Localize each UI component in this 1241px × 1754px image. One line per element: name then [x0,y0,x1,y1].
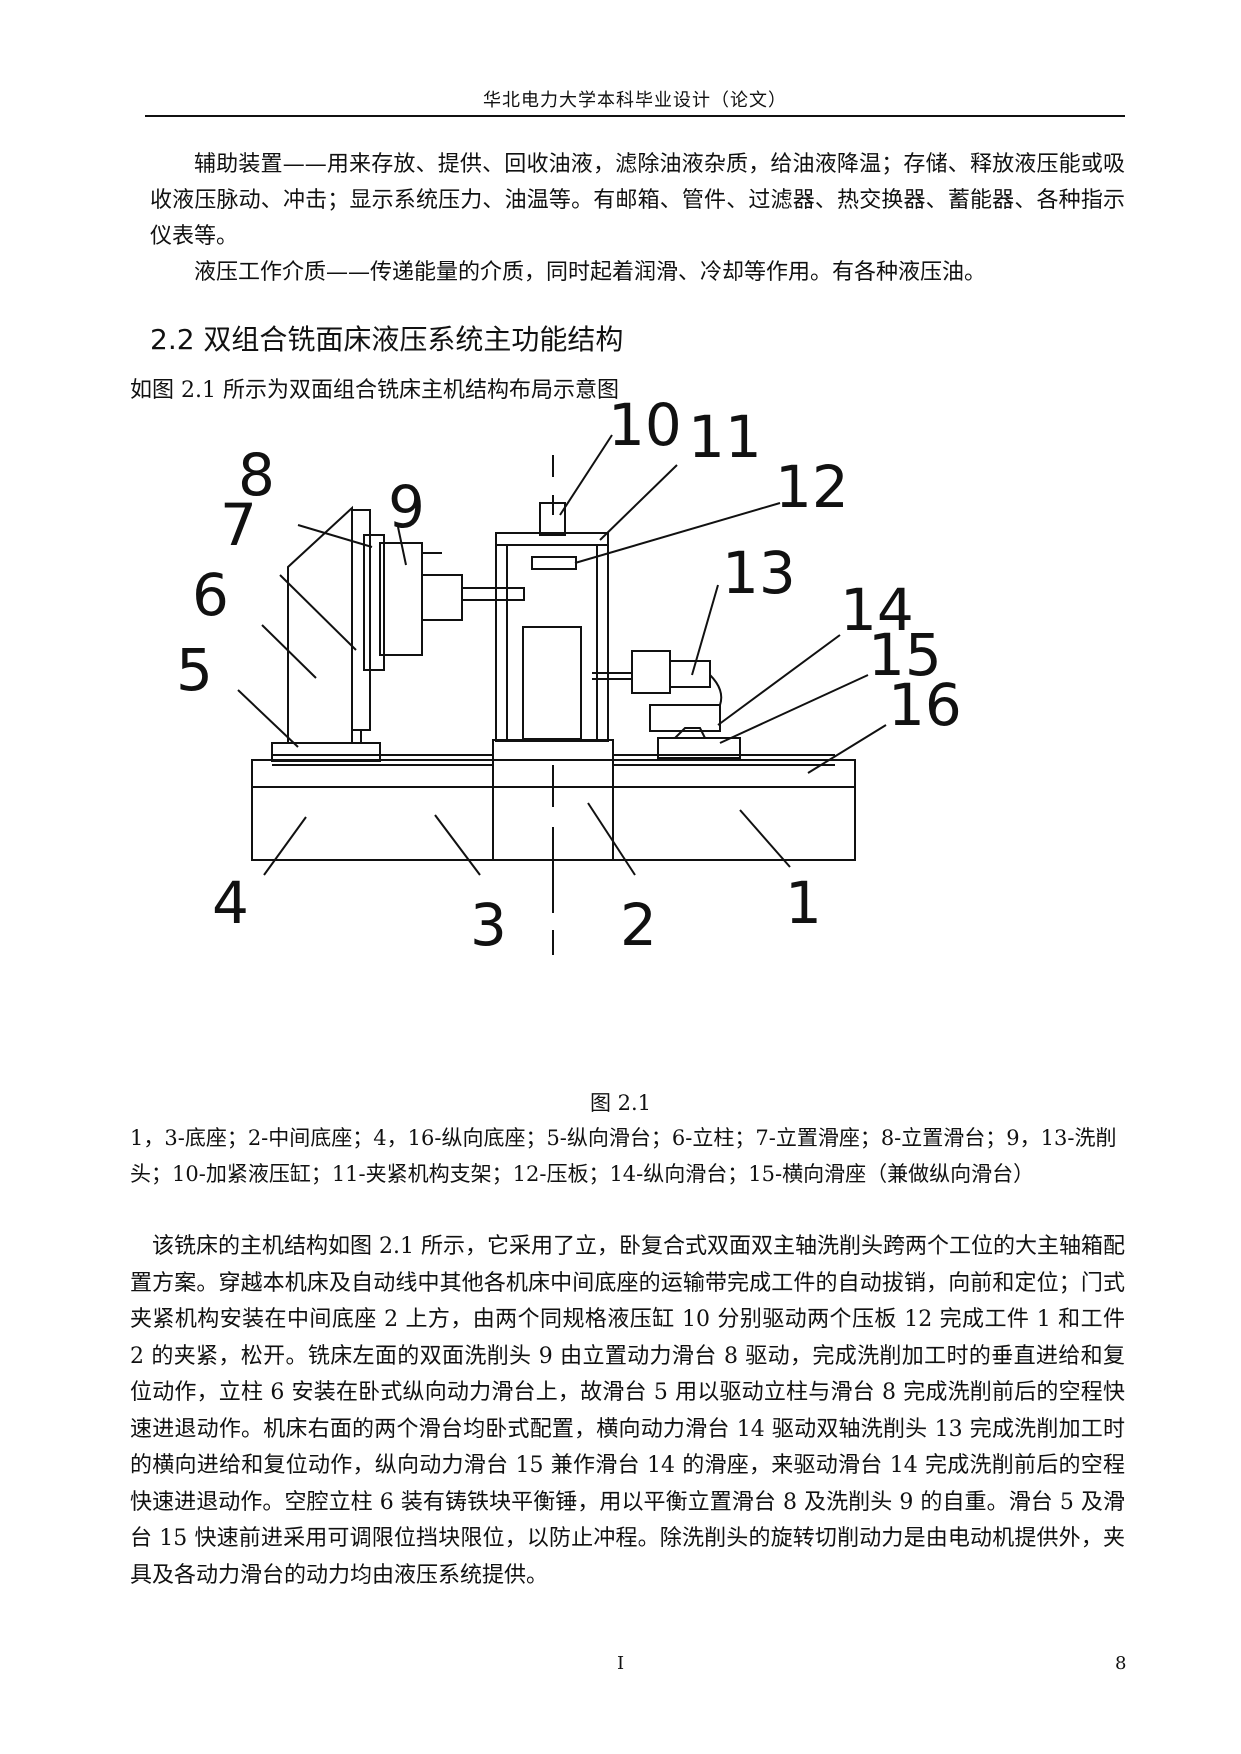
milling-head-13 [631,650,671,694]
label-11: 11 [688,403,762,471]
column-6 [287,505,353,743]
figure-intro-text: 如图 2.1 所示为双面组合铣床主机结构布局示意图 [130,378,619,403]
label-9: 9 [388,473,425,541]
spindle-box-13 [669,660,711,688]
label-8: 8 [238,441,275,509]
spindle-9 [461,587,525,601]
page-number: 8 [1115,1653,1127,1674]
machine-layout-figure: 1 2 3 4 5 6 7 8 9 10 11 12 13 14 15 16 [176,391,962,959]
vertical-slide-8 [363,534,385,671]
figure-caption: 图 2.1 [589,1091,652,1115]
longitudinal-slide-14 [649,704,721,732]
label-13: 13 [722,539,796,607]
cross-slide-15 [657,737,741,759]
label-7: 7 [220,491,257,559]
paragraph-auxiliary-devices: 辅助装置——用来存放、提供、回收油液，滤除油液杂质，给油液降温；存储、释放液压能… [150,152,1125,249]
figure-legend: 1，3-底座；2-中间底座；4，16-纵向底座；5-纵向滑台；6-立柱；7-立置… [130,1126,1117,1186]
label-1: 1 [785,869,822,937]
label-6: 6 [192,561,229,629]
label-2: 2 [620,891,657,959]
section-title: 2.2 双组合铣面床液压系统主功能结构 [150,323,624,356]
workpiece-window [522,626,582,740]
frame-inner [506,544,598,742]
label-14: 14 [840,576,914,644]
paragraph-working-medium: 液压工作介质——传递能量的介质，同时起着润滑、冷却等作用。有各种液压油。 [194,260,987,285]
pressure-plate-12 [531,556,577,570]
label-12: 12 [775,453,849,521]
label-16: 16 [888,671,962,739]
running-header: 华北电力大学本科毕业设计（论文） [483,90,787,111]
label-5: 5 [176,636,213,704]
milling-head-9 [379,542,423,656]
spindle-box-9 [421,574,463,621]
footer-roman-numeral: I [616,1653,625,1674]
header-rule [145,115,1125,117]
clamp-frame-11 [495,532,609,742]
paragraph-main-structure: 该铣床的主机结构如图 2.1 所示，它采用了立，卧复合式双面双主轴洗削头跨两个工… [130,1234,1125,1588]
label-10: 10 [608,391,682,459]
label-3: 3 [470,891,507,959]
longitudinal-slide-5 [271,742,381,762]
label-4: 4 [212,869,249,937]
label-15: 15 [868,621,942,689]
